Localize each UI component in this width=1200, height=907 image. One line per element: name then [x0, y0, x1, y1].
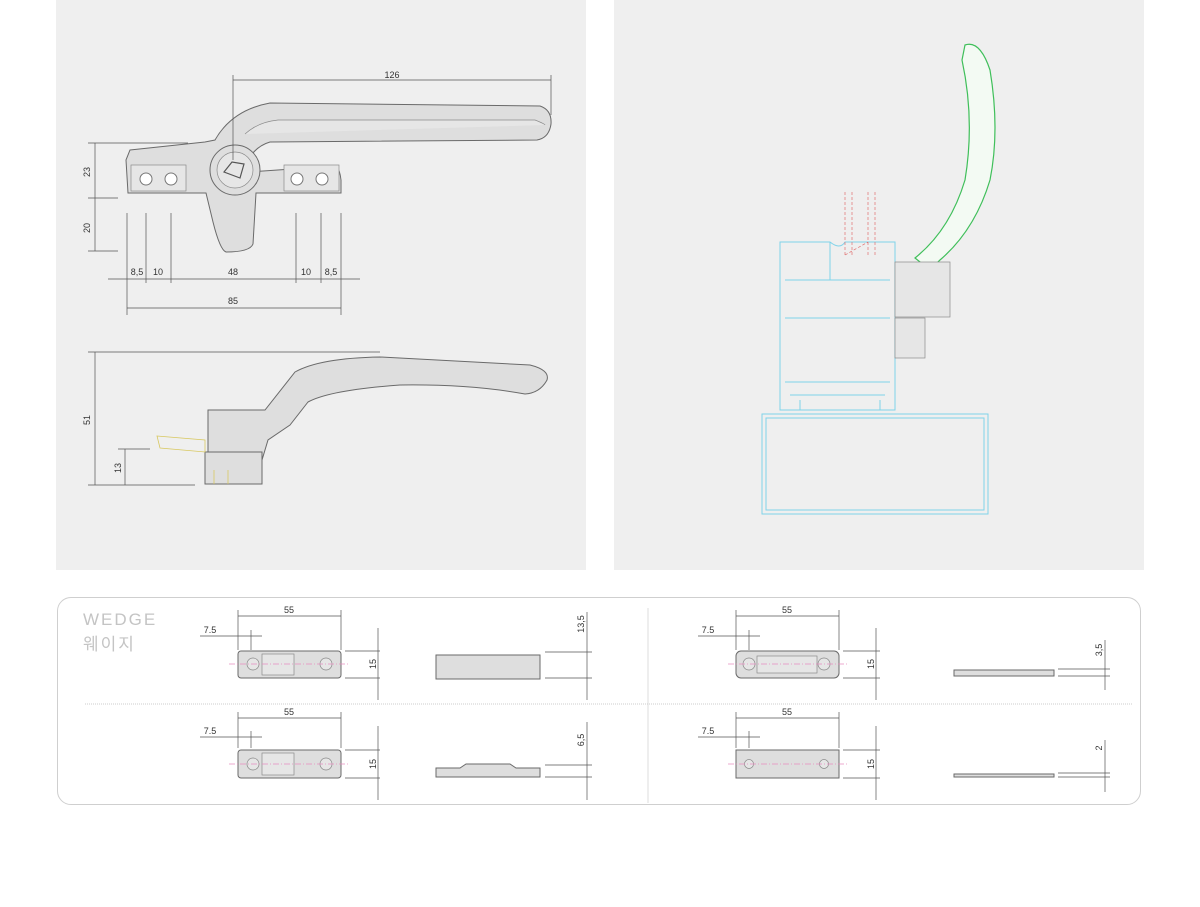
wedge-section: [57, 597, 1141, 805]
dim-height-upper: 23: [82, 167, 92, 177]
wedge-side: [953, 669, 1055, 677]
wedge-title-korean: 웨이지: [83, 635, 136, 654]
dim-height-lower: 20: [82, 223, 92, 233]
handle-base-section: [894, 261, 951, 318]
dim-wedge-length: 55: [284, 707, 294, 717]
sash-profile: [779, 241, 896, 411]
dim-wedge-length: 55: [284, 605, 294, 615]
handle-section: [914, 43, 996, 271]
handle-grip-line: [244, 119, 546, 135]
wedge-slot: [756, 655, 818, 674]
dim-wedge-offset: 7.5: [702, 625, 715, 635]
handle-body-side: [207, 356, 548, 461]
spindle-section: [894, 317, 926, 359]
screw-hole: [164, 172, 178, 186]
dim-wedge-offset: 7.5: [204, 625, 217, 635]
wedge-item-2: 55 7.5 15 3,5: [698, 605, 1110, 700]
dim-hole-spacing-right: 10: [301, 267, 311, 277]
wedge-slot: [261, 653, 295, 676]
wedge-title: WEDGE: [83, 610, 158, 629]
dim-wedge-length: 55: [782, 605, 792, 615]
dim-wedge-offset: 7.5: [204, 726, 217, 736]
section-drawing-panel: [614, 0, 1144, 570]
dim-hole-spacing-left: 10: [153, 267, 163, 277]
screw-plate-left: [130, 164, 187, 192]
dim-wedge-width: 15: [368, 659, 378, 669]
wedge-item-4: 55 7.5 15 2: [698, 707, 1110, 800]
logo-icon: [223, 161, 245, 179]
dim-offset-right: 8,5: [325, 267, 338, 277]
wedge-side: [953, 773, 1055, 778]
wedge-item-1: 55 7.5 15 13,5: [200, 605, 592, 700]
wedge-side: [435, 763, 541, 778]
dim-wedge-height: 3,5: [1094, 644, 1104, 657]
handle-drawing-panel: [56, 0, 586, 570]
wedge-side: [435, 654, 541, 680]
dim-wedge-length: 55: [782, 707, 792, 717]
dim-center-span: 48: [228, 267, 238, 277]
dim-wedge-width: 15: [866, 759, 876, 769]
window-profile-section: [761, 43, 996, 515]
screw-hole: [290, 172, 304, 186]
wedge-item-3: 55 7.5 15 6,5: [200, 707, 592, 800]
handle-side-view: 51 13: [82, 351, 548, 486]
frame-profile-inner: [765, 417, 985, 511]
screw-hole: [139, 172, 153, 186]
dim-length: 126: [384, 70, 399, 80]
logo-ring: [216, 151, 254, 189]
screw-holes: [130, 164, 340, 192]
handle-top-view: 126 23 20 8,5 10 48 10 8,5 85: [82, 70, 552, 315]
dim-base-height: 13: [113, 463, 123, 473]
dim-side-height: 51: [82, 415, 92, 425]
spindle-outline: [156, 435, 229, 484]
dim-offset-left: 8,5: [131, 267, 144, 277]
frame-profile: [761, 413, 989, 515]
dim-wedge-width: 15: [866, 659, 876, 669]
dim-wedge-height: 6,5: [576, 734, 586, 747]
glass-hidden-lines: [844, 192, 876, 256]
dim-wedge-height: 2: [1094, 745, 1104, 750]
dim-wedge-height: 13,5: [576, 615, 586, 633]
handle-base: [204, 451, 263, 485]
dim-wedge-offset: 7.5: [702, 726, 715, 736]
screw-hole: [315, 172, 329, 186]
dim-overall-width: 85: [228, 296, 238, 306]
dim-wedge-width: 15: [368, 759, 378, 769]
